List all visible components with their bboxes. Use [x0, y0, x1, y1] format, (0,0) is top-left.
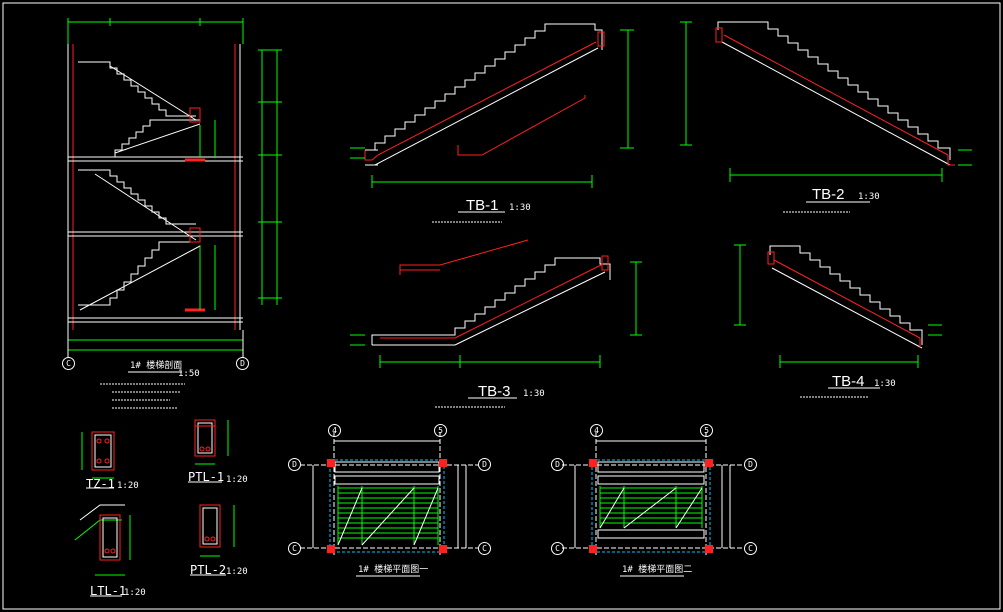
tz1-title: TZ-1: [86, 477, 115, 491]
ptl1-title: PTL-1: [188, 470, 225, 484]
axis-bubble-4-plan2: 4: [590, 424, 603, 437]
axis-bubble-d-plan1-right: D: [478, 458, 491, 471]
axis-bubble-d-plan2-right: D: [744, 458, 757, 471]
axis-bubble-d-plan2-left: D: [551, 458, 564, 471]
plan1-title: 1# 楼梯平面图一: [358, 565, 429, 575]
tb2-detail: [680, 21, 972, 213]
axis-bubble-c-plan1-left: C: [288, 542, 301, 555]
tb4-title: TB-4: [832, 373, 865, 390]
axis-bubble-5-plan2: 5: [700, 424, 713, 437]
stair-plan-1: [300, 432, 478, 577]
axis-bubble-c-plan2-left: C: [551, 542, 564, 555]
ptl2-section: [190, 504, 235, 576]
ptl2-title: PTL-2: [190, 563, 227, 577]
tb2-scale: 1:30: [858, 192, 880, 202]
axis-bubble-d-plan1-left: D: [288, 458, 301, 471]
tb1-scale: 1:30: [509, 203, 531, 213]
tz1-scale: 1:20: [117, 481, 139, 491]
axis-bubble-c-plan1-right: C: [478, 542, 491, 555]
tb4-detail: [734, 244, 942, 398]
plan2-title: 1# 楼梯平面图二: [622, 565, 693, 575]
stair-section-view: [67, 18, 282, 409]
ptl2-scale: 1:20: [226, 567, 248, 577]
axis-bubble-d-section: D: [236, 357, 249, 370]
ltl1-scale: 1:20: [124, 588, 146, 598]
axis-bubble-c-section: C: [62, 357, 75, 370]
stair-plan-2: [562, 432, 745, 577]
tb3-detail: [350, 239, 642, 408]
tz1-section: [81, 431, 115, 489]
tb1-detail: [350, 23, 634, 223]
section-scale: 1:50: [178, 369, 200, 379]
tb3-scale: 1:30: [523, 389, 545, 399]
axis-bubble-5-plan1: 5: [434, 424, 447, 437]
ptl1-section: [188, 419, 229, 483]
axis-bubble-4-plan1: 4: [328, 424, 341, 437]
tb4-scale: 1:30: [874, 379, 896, 389]
ptl1-scale: 1:20: [226, 475, 248, 485]
section-title: 1# 楼梯剖面: [130, 361, 183, 371]
ltl1-section: [74, 504, 131, 597]
tb2-title: TB-2: [812, 186, 845, 203]
axis-bubble-c-plan2-right: C: [744, 542, 757, 555]
tb3-title: TB-3: [478, 383, 511, 400]
tb1-title: TB-1: [466, 197, 499, 214]
ltl1-title: LTL-1: [90, 584, 127, 598]
